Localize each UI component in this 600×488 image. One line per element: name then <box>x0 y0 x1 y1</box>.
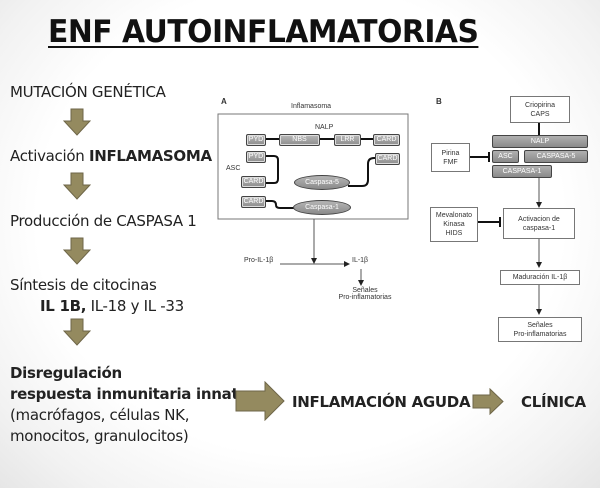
senales-b-line2: Pro-inflamatorias <box>513 330 567 338</box>
pyd-domain: PYD <box>246 134 266 146</box>
right-arrow-icon <box>235 381 285 421</box>
disregulacion-line4: monocitos, granulocitos) <box>10 427 189 445</box>
card-domain: CARD <box>373 134 400 146</box>
criopirina-line2: CAPS <box>530 110 550 118</box>
mevalonato-line3: HIDS <box>445 230 463 237</box>
criopirina-line1: Criopirina <box>525 101 555 109</box>
nalp-bar: NALP <box>492 135 588 148</box>
disregulacion-line2: respuesta inmunitaria innata <box>10 385 249 403</box>
pro-il-1b-label: Pro-IL-1β <box>244 257 274 264</box>
step-mutacion-genetica: MUTACIÓN GENÉTICA <box>10 83 166 101</box>
senales-a-line1: Señales <box>352 287 378 294</box>
il-18-33-text: IL-18 y IL -33 <box>86 297 185 315</box>
caspasa1-card-domain: CARD <box>241 196 266 208</box>
senales-pro-inflamatorias-a: Señales Pro-inflamatorias <box>333 287 397 301</box>
il-1b-label: IL-1β <box>352 257 369 264</box>
nbs-domain: NBS <box>279 134 320 146</box>
panel-b-lines <box>470 122 542 315</box>
asc-label: ASC <box>226 165 241 172</box>
slide-title: ENF AUTOINFLAMATORIAS <box>48 14 479 50</box>
step-sintesis-citocinas: Síntesis de citocinas <box>10 276 157 294</box>
nalp-card-domain: CARD <box>375 153 400 165</box>
pirina-line2: FMF <box>443 158 458 166</box>
outcome-inflamacion-aguda: INFLAMACIÓN AGUDA <box>292 393 471 411</box>
activacion-line2: caspasa-1 <box>522 224 556 232</box>
lrr-domain: LRR <box>334 134 361 146</box>
caspasa-5-node: Caspasa-5 <box>294 175 350 190</box>
caspasa-1-bar: CASPASA-1 <box>492 165 552 178</box>
panel-a-label: A <box>221 97 227 106</box>
disregulacion-line1: Disregulación <box>10 364 122 382</box>
step-citocinas-list: IL 1B, IL-18 y IL -33 <box>40 297 184 315</box>
right-arrow-icon <box>472 388 504 415</box>
pirina-line1: Pirina <box>441 149 460 157</box>
step-inflamasoma-text: INFLAMASOMA <box>88 147 212 165</box>
step-activacion-inflamasoma: Activación INFLAMASOMA <box>10 147 212 165</box>
caspasa-5-bar: CASPASA-5 <box>524 150 588 163</box>
mevalonato-line1: Mevalonato <box>435 212 473 219</box>
asc-bar: ASC <box>492 150 519 163</box>
asc-pyd-domain: PYD <box>246 151 266 163</box>
step-produccion-caspasa: Producción de CASPASA 1 <box>10 212 197 230</box>
panel-b-label: B <box>436 97 442 106</box>
maduracion-il-1b-box: Maduración IL-1β <box>500 270 580 285</box>
outcome-clinica: CLÍNICA <box>521 393 586 411</box>
down-arrow-icon <box>63 108 91 136</box>
inflamasoma-title: Inflamasoma <box>291 103 332 110</box>
step-activacion-text: Activación <box>10 147 89 165</box>
il-1b-text: IL 1B, <box>40 297 87 315</box>
down-arrow-icon <box>63 318 91 346</box>
disregulacion-line3: (macrófagos, células NK, <box>10 406 190 424</box>
senales-b-line1: Señales <box>527 321 553 329</box>
down-arrow-icon <box>63 172 91 200</box>
activacion-line1: Activacion de <box>518 215 560 223</box>
senales-a-line2: Pro-inflamatorias <box>338 294 392 301</box>
step-disregulacion: Disregulación respuesta inmunitaria inna… <box>10 363 248 447</box>
nalp-label-a: NALP <box>315 124 334 131</box>
down-arrow-icon <box>63 237 91 265</box>
mevalonato-line2: Kinasa <box>443 221 465 228</box>
caspasa-1-node: Caspasa-1 <box>293 200 351 215</box>
asc-card-domain: CARD <box>241 176 266 188</box>
